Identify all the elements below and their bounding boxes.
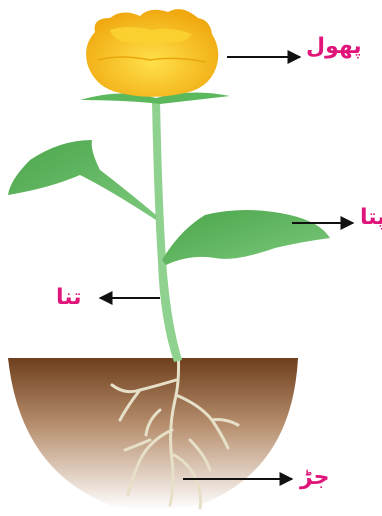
right-leaf — [162, 210, 330, 265]
soil — [8, 358, 298, 510]
label-stem: تنا — [56, 287, 82, 309]
left-leaf — [8, 140, 156, 220]
stem — [152, 100, 182, 362]
label-flower: پھول — [306, 36, 362, 58]
label-root: جڑ — [300, 467, 330, 489]
flower — [86, 9, 218, 97]
label-leaf: پتا — [360, 207, 382, 229]
